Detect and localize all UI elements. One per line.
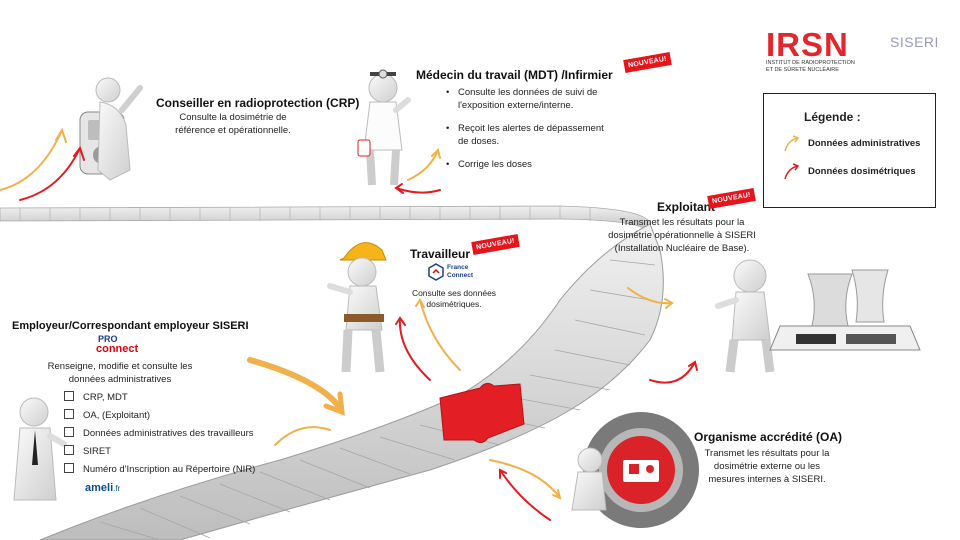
exploitant-title: Exploitant — [657, 200, 716, 214]
franceconnect-button[interactable]: France Connect — [428, 263, 488, 285]
arrow-admin-exploitant — [627, 287, 673, 305]
checklist-item-crp-mdt: CRP, MDT — [64, 389, 255, 407]
irsn-siseri-logo: IRSN SISERI INSTITUT DE RADIOPROTECTION … — [766, 26, 946, 80]
franceconnect-label-1: France — [447, 264, 469, 271]
dosi-arrow-icon — [784, 163, 800, 180]
travailleur-description: Consulte ses données dosimétriques. — [404, 288, 504, 310]
arrow-dosi-crp — [19, 147, 81, 201]
crp-line-1: Consulte la dosimétrie de — [179, 112, 287, 123]
exploitant-line-3: (Installation Nucléaire de Base). — [614, 243, 750, 254]
ameli-text: ameli — [85, 482, 114, 494]
franceconnect-label-2: Connect — [447, 272, 473, 279]
legend-dosi-label: Données dosimétriques — [808, 166, 916, 177]
arrow-admin-mdt — [407, 149, 439, 181]
checklist-item-siret: SIRET — [64, 443, 255, 461]
arrow-dosi-mdt — [395, 187, 441, 194]
legend-title: Légende : — [804, 110, 861, 124]
exploitant-figure — [715, 259, 775, 373]
nuclear-plant-illustration — [769, 269, 921, 351]
puzzle-road-curve — [39, 223, 664, 540]
checklist-item-nir: Numéro d'Inscription au Répertoire (NIR) — [64, 461, 255, 479]
employeur-checklist: CRP, MDT OA, (Exploitant) Données admini… — [64, 389, 255, 479]
employeur-line-1: Renseigne, modifie et consulte les — [47, 361, 193, 372]
checkbox-icon[interactable] — [64, 391, 74, 401]
checkbox-icon[interactable] — [64, 427, 74, 437]
travailleur-line-2: dosimétriques. — [426, 299, 482, 309]
arrow-dosi-oa — [499, 469, 551, 521]
mdt-figure — [357, 69, 411, 186]
employeur-line-2: données administratives — [68, 374, 172, 385]
arrow-admin-crp — [0, 129, 63, 191]
ameli-logo: ameli.fr — [85, 478, 120, 496]
crp-title: Conseiller en radioprotection (CRP) — [156, 96, 360, 110]
irsn-logo-text: IRSN — [766, 26, 849, 63]
legend-admin-label: Données administratives — [808, 138, 921, 149]
exploitant-description: Transmet les résultats pour la dosimétri… — [600, 216, 764, 255]
mdt-bullet-3: Corrige les doses — [446, 158, 626, 171]
employeur-figure — [13, 397, 67, 501]
logo-tagline-1: INSTITUT DE RADIOPROTECTION — [766, 60, 855, 66]
oa-description: Transmet les résultats pour la dosimétri… — [694, 447, 840, 486]
employeur-title: Employeur/Correspondant employeur SISERI — [12, 320, 249, 332]
arrow-admin-travailleur — [419, 299, 461, 371]
travailleur-figure — [327, 242, 387, 373]
crp-line-2: référence et opérationnelle. — [175, 125, 291, 136]
checkbox-icon[interactable] — [64, 409, 74, 419]
arrow-admin-employeur — [247, 357, 343, 411]
oa-line-2: dosimétrie externe ou les — [713, 461, 821, 472]
arrow-dosi-travailleur — [398, 317, 431, 381]
admin-arrow-icon — [784, 135, 800, 152]
mdt-title: Médecin du travail (MDT) /Infirmier — [416, 68, 613, 82]
flow-arrows — [0, 127, 698, 521]
red-puzzle-piece — [439, 382, 525, 444]
employeur-description: Renseigne, modifie et consulte les donné… — [30, 360, 210, 386]
arrow-admin-employeur-2 — [274, 426, 331, 446]
oa-title: Organisme accrédité (OA) — [694, 430, 843, 444]
oa-line-3: mesures internes à SISERI. — [708, 474, 826, 485]
arrow-dosi-exploitant — [649, 361, 696, 384]
puzzle-road-top — [0, 205, 651, 234]
checklist-item-oa: OA, (Exploitant) — [64, 407, 255, 425]
ameli-suffix: .fr — [113, 484, 121, 493]
proconnect-logo[interactable]: PRO connect — [96, 334, 156, 356]
proconnect-connect: connect — [96, 343, 139, 355]
checkbox-icon[interactable] — [64, 445, 74, 455]
exploitant-line-2: dosimétrie opérationnelle à SISERI — [608, 230, 756, 241]
siseri-logo-text: SISERI — [890, 34, 939, 50]
travailleur-line-1: Consulte ses données — [411, 288, 497, 298]
oa-line-1: Transmet les résultats pour la — [704, 448, 830, 459]
mdt-bullet-list: Consulte les données de suivi del'exposi… — [446, 86, 626, 181]
crp-figure — [79, 77, 143, 181]
franceconnect-icon — [428, 263, 444, 281]
arrow-admin-oa — [489, 459, 561, 499]
proconnect-pro: PRO — [98, 334, 118, 344]
oa-gear-illustration — [571, 412, 699, 528]
exploitant-line-1: Transmet les résultats pour la — [619, 217, 745, 228]
logo-tagline-2: ET DE SÛRETÉ NUCLÉAIRE — [766, 67, 839, 73]
travailleur-title: Travailleur — [410, 247, 471, 261]
legend-box: Légende : Données administratives Donnée… — [763, 93, 936, 208]
mdt-bullet-1: Consulte les données de suivi del'exposi… — [446, 86, 626, 112]
checkbox-icon[interactable] — [64, 463, 74, 473]
checklist-item-donnees: Données administratives des travailleurs — [64, 425, 255, 443]
crp-description: Consulte la dosimétrie de référence et o… — [158, 111, 308, 137]
